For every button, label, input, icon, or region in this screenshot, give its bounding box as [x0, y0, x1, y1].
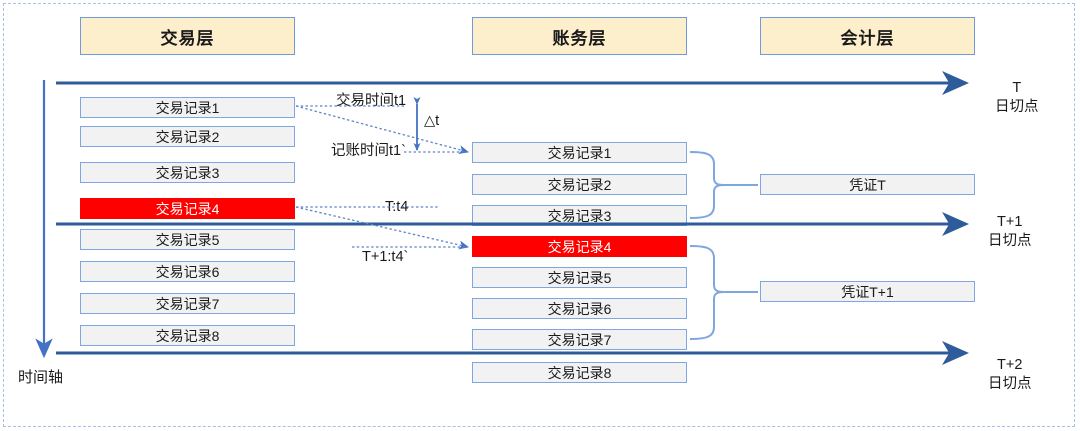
layer-header-transaction: 交易层 — [80, 17, 295, 55]
account-record-8-label: 交易记录8 — [547, 364, 612, 381]
transaction-record-1-label: 交易记录1 — [155, 99, 220, 116]
transaction-record-3-label: 交易记录3 — [155, 164, 220, 181]
time-axis-label-text: 时间轴 — [18, 369, 64, 386]
voucher-t-plus-1[interactable]: 凭证T+1 — [760, 281, 975, 302]
account-record-7[interactable]: 交易记录7 — [472, 329, 687, 350]
layer-header-account-label: 账务层 — [552, 28, 607, 48]
account-record-3-label: 交易记录3 — [547, 207, 612, 224]
annotation-booking-time: 记账时间t1` — [331, 142, 406, 160]
account-record-4-label: 交易记录4 — [547, 238, 612, 255]
transaction-record-8[interactable]: 交易记录8 — [80, 325, 295, 346]
annotation-t-t4-label: T:t4 — [385, 199, 409, 215]
annotation-booking-time-label: 记账时间t1` — [331, 143, 406, 159]
transaction-record-7-label: 交易记录7 — [155, 295, 220, 312]
transaction-record-6-label: 交易记录6 — [155, 263, 220, 280]
account-record-2-label: 交易记录2 — [547, 176, 612, 193]
connector-record4-dotted — [295, 206, 469, 250]
voucher-t-label: 凭证T — [849, 176, 886, 193]
cut-point-t-line2: 日切点 — [995, 98, 1039, 115]
layer-header-accounting: 会计层 — [760, 17, 975, 55]
annotation-trade-time-label: 交易时间t1 — [336, 93, 407, 109]
cut-point-t-plus-2-line2: 日切点 — [988, 375, 1032, 392]
account-record-8[interactable]: 交易记录8 — [472, 362, 687, 383]
account-record-3[interactable]: 交易记录3 — [472, 205, 687, 226]
annotation-delta-t: △t — [424, 112, 439, 130]
account-record-1[interactable]: 交易记录1 — [472, 142, 687, 163]
account-record-6[interactable]: 交易记录6 — [472, 298, 687, 319]
annotation-tplus1-t4: T+1:t4` — [362, 248, 408, 266]
time-axis-label: 时间轴 — [18, 366, 63, 387]
cut-point-t: T 日切点 — [995, 79, 1039, 117]
cut-point-t-line1: T — [1012, 80, 1022, 96]
transaction-record-6[interactable]: 交易记录6 — [80, 261, 295, 282]
cut-point-t-plus-1-line1: T+1 — [997, 214, 1023, 230]
voucher-t[interactable]: 凭证T — [760, 174, 975, 195]
brace-voucher-t-plus-1 — [689, 245, 758, 340]
transaction-record-5[interactable]: 交易记录5 — [80, 229, 295, 250]
account-record-6-label: 交易记录6 — [547, 300, 612, 317]
account-record-4[interactable]: 交易记录4 — [472, 236, 687, 257]
transaction-record-8-label: 交易记录8 — [155, 327, 220, 344]
annotation-tplus1-t4-label: T+1:t4` — [362, 249, 409, 265]
transaction-record-3[interactable]: 交易记录3 — [80, 162, 295, 183]
brace-voucher-t — [689, 151, 758, 219]
transaction-record-2[interactable]: 交易记录2 — [80, 126, 295, 147]
transaction-record-1[interactable]: 交易记录1 — [80, 97, 295, 118]
transaction-record-5-label: 交易记录5 — [155, 231, 220, 248]
layer-header-accounting-label: 会计层 — [840, 28, 895, 48]
layer-header-account: 账务层 — [472, 17, 687, 55]
account-record-1-label: 交易记录1 — [547, 144, 612, 161]
cut-point-t-plus-1: T+1 日切点 — [988, 213, 1032, 251]
transaction-record-4-label: 交易记录4 — [155, 200, 220, 217]
annotation-t-t4: T:t4 — [385, 198, 408, 216]
account-record-7-label: 交易记录7 — [547, 331, 612, 348]
layer-header-transaction-label: 交易层 — [160, 28, 215, 48]
voucher-t-plus-1-label: 凭证T+1 — [841, 283, 894, 300]
transaction-record-4[interactable]: 交易记录4 — [80, 198, 295, 219]
cut-point-t-plus-1-line2: 日切点 — [988, 232, 1032, 249]
account-record-2[interactable]: 交易记录2 — [472, 174, 687, 195]
cut-point-t-plus-2-line1: T+2 — [997, 357, 1023, 373]
account-record-5-label: 交易记录5 — [547, 269, 612, 286]
transaction-record-2-label: 交易记录2 — [155, 128, 220, 145]
transaction-record-7[interactable]: 交易记录7 — [80, 293, 295, 314]
annotation-trade-time: 交易时间t1 — [336, 92, 406, 110]
annotation-delta-t-label: △t — [424, 113, 440, 129]
account-record-5[interactable]: 交易记录5 — [472, 267, 687, 288]
cut-point-t-plus-2: T+2 日切点 — [988, 356, 1032, 394]
